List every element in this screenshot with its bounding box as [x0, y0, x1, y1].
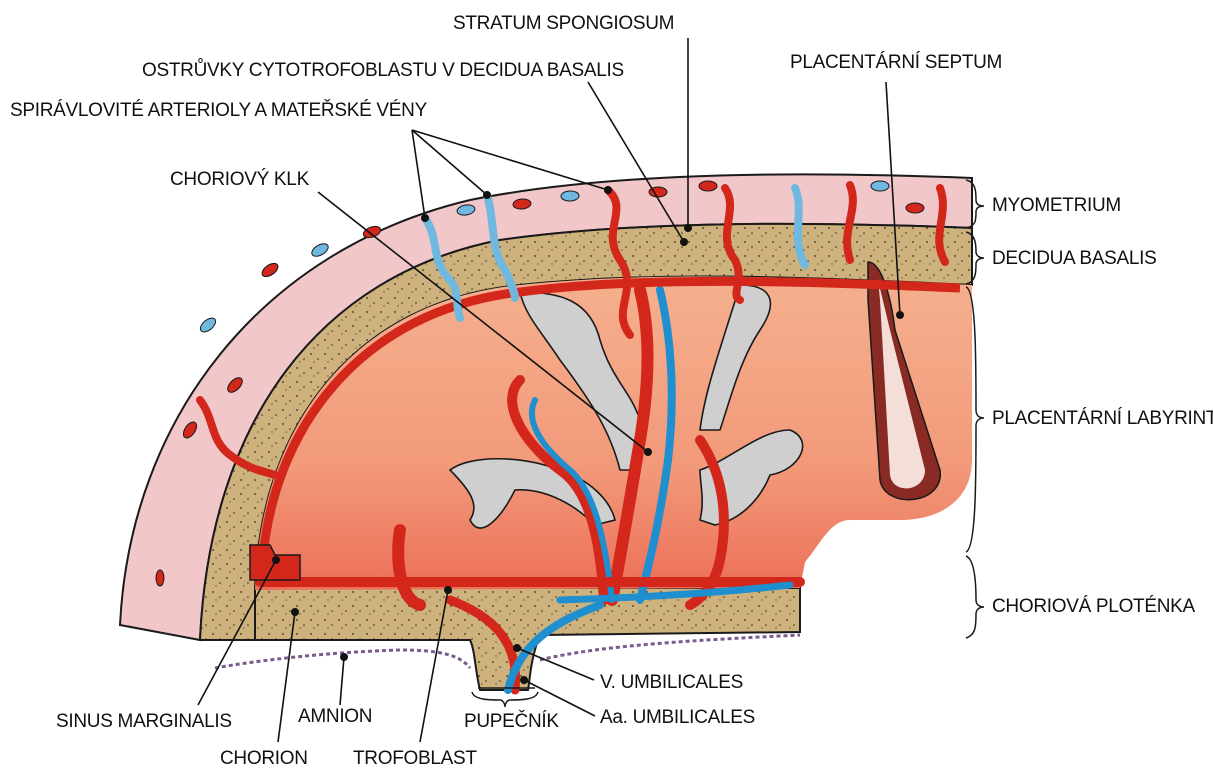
label-amnion: AMNION — [298, 706, 372, 727]
label-choriovy-klk: CHORIOVÝ KLK — [170, 169, 310, 190]
label-trofoblast: TROFOBLAST — [353, 748, 477, 769]
label-stratum-spongiosum: STRATUM SPONGIOSUM — [453, 13, 674, 34]
label-choriova-plotenka: CHORIOVÁ PLOTÉNKA — [992, 596, 1196, 617]
label-v-umbilicales: V. UMBILICALES — [600, 672, 743, 693]
label-chorion: CHORION — [220, 748, 308, 769]
label-pupecnik: PUPEČNÍK — [464, 710, 559, 732]
label-myometrium: MYOMETRIUM — [992, 195, 1121, 216]
label-spiralovite: SPIRÁVLOVITÉ ARTERIOLY A MATEŘSKÉ VÉNY — [10, 99, 428, 121]
label-aa-umbilicales: Aa. UMBILICALES — [600, 707, 755, 728]
label-placentarni-labyrint: PLACENTÁRNÍ LABYRINT — [992, 408, 1213, 429]
label-decidua-basalis: DECIDUA BASALIS — [992, 248, 1156, 269]
label-placentarni-septum: PLACENTÁRNÍ SEPTUM — [790, 52, 1002, 73]
label-ostruvky: OSTRŮVKY CYTOTROFOBLASTU V DECIDUA BASAL… — [142, 59, 624, 81]
label-sinus-marginalis: SINUS MARGINALIS — [56, 711, 232, 732]
pupecnik-brace — [472, 692, 538, 707]
